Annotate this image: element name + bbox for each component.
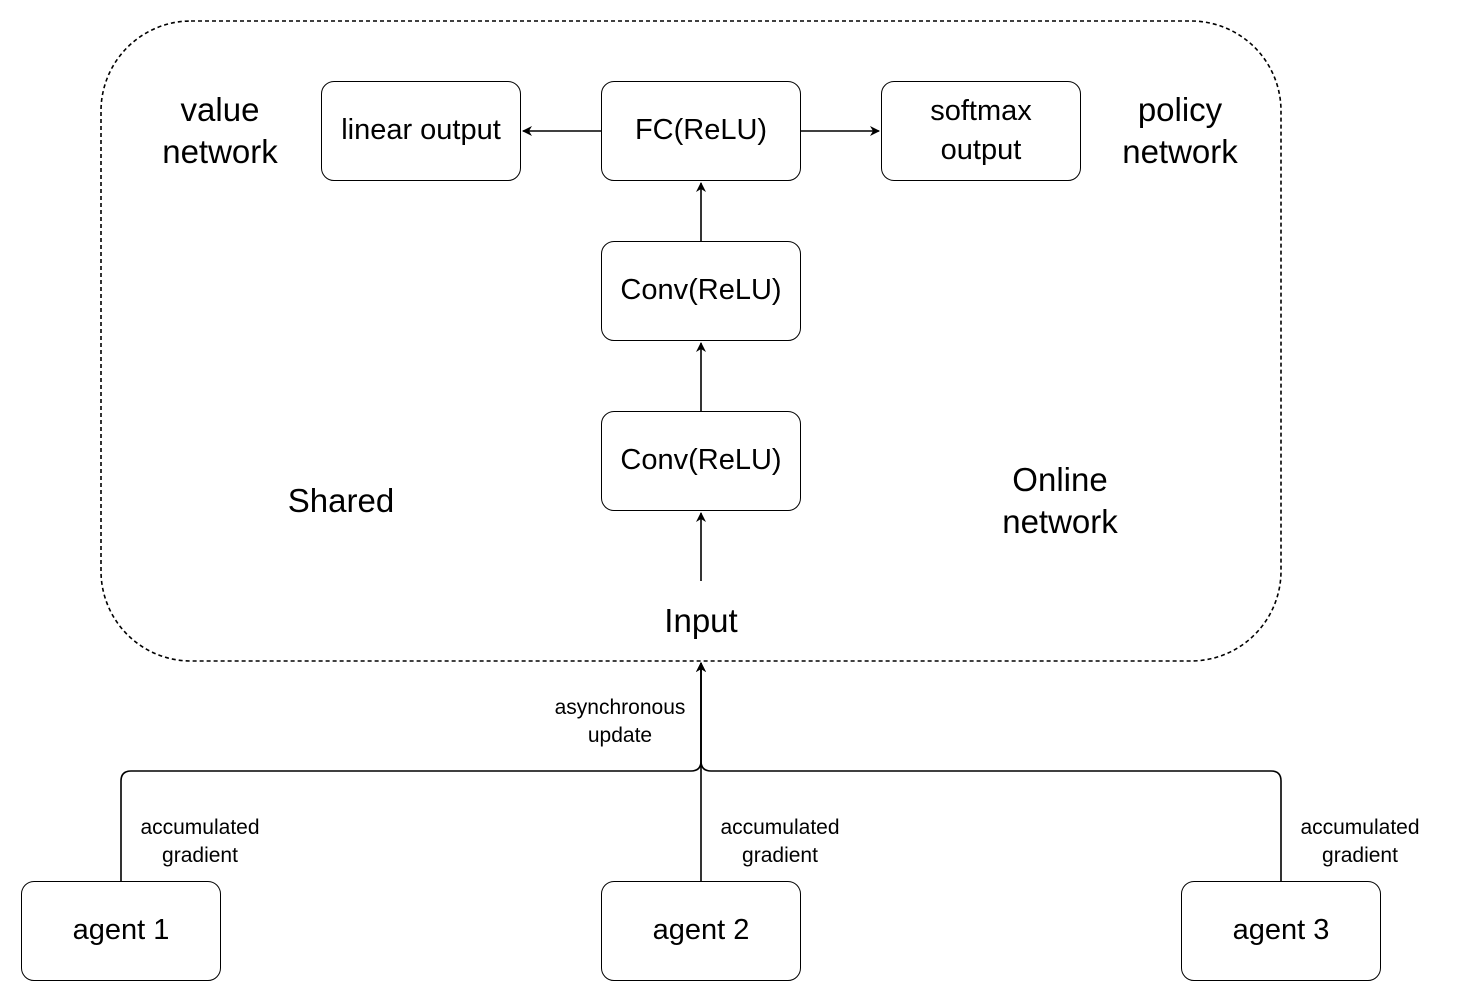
input-label: Input bbox=[664, 602, 738, 639]
fc-relu-label: FC(ReLU) bbox=[634, 114, 768, 147]
agent-1-box: agent 1 bbox=[21, 881, 221, 981]
fc-relu-box: FC(ReLU) bbox=[601, 81, 801, 181]
linear-output-label: linear output bbox=[341, 114, 501, 147]
linear-output-box: linear output bbox=[321, 81, 521, 181]
conv-relu-top-label: Conv(ReLU) bbox=[620, 274, 782, 307]
policy-network-label: policy network bbox=[1122, 91, 1238, 170]
conv-relu-bottom-label: Conv(ReLU) bbox=[620, 444, 782, 477]
agent-3-label: agent 3 bbox=[1232, 914, 1330, 947]
conv-relu-bottom-box: Conv(ReLU) bbox=[601, 411, 801, 511]
agent-2-box: agent 2 bbox=[601, 881, 801, 981]
agent-1-gradient-label: accumulated gradient bbox=[140, 816, 260, 867]
agent-3-box: agent 3 bbox=[1181, 881, 1381, 981]
conv-relu-top-box: Conv(ReLU) bbox=[601, 241, 801, 341]
agent-2-label: agent 2 bbox=[652, 914, 750, 947]
value-network-label: value network bbox=[162, 91, 278, 170]
online-network-container bbox=[100, 20, 1282, 662]
softmax-output-label: softmax output bbox=[930, 94, 1032, 166]
agent-1-label: agent 1 bbox=[72, 914, 170, 947]
shared-label: Shared bbox=[287, 482, 395, 519]
agent-2-gradient-label: accumulated gradient bbox=[720, 816, 840, 867]
asynchronous-update-label: asynchronous update bbox=[554, 696, 686, 747]
agent-3-gradient-label: accumulated gradient bbox=[1300, 816, 1420, 867]
connector-agent-3-update bbox=[696, 662, 1282, 881]
softmax-output-box: softmax output bbox=[881, 81, 1081, 181]
online-network-label: Online network bbox=[1002, 461, 1118, 540]
